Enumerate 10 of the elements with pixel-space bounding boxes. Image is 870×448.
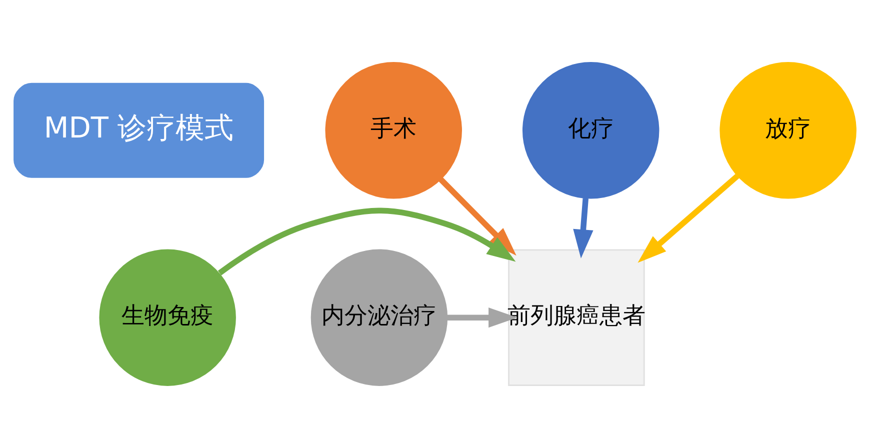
node-box: MDT 诊疗模式 — [14, 82, 264, 178]
node-circle: 化疗 — [522, 62, 660, 199]
node-circle: 生物免疫 — [99, 249, 236, 386]
node-circle: 放疗 — [720, 62, 856, 199]
node-circle: 手术 — [325, 62, 462, 199]
node-circle: 内分泌治疗 — [310, 249, 448, 386]
arrow — [638, 174, 740, 263]
arrow — [447, 307, 518, 328]
arrow — [573, 198, 594, 258]
node-box: 前列腺癌患者 — [508, 249, 645, 386]
